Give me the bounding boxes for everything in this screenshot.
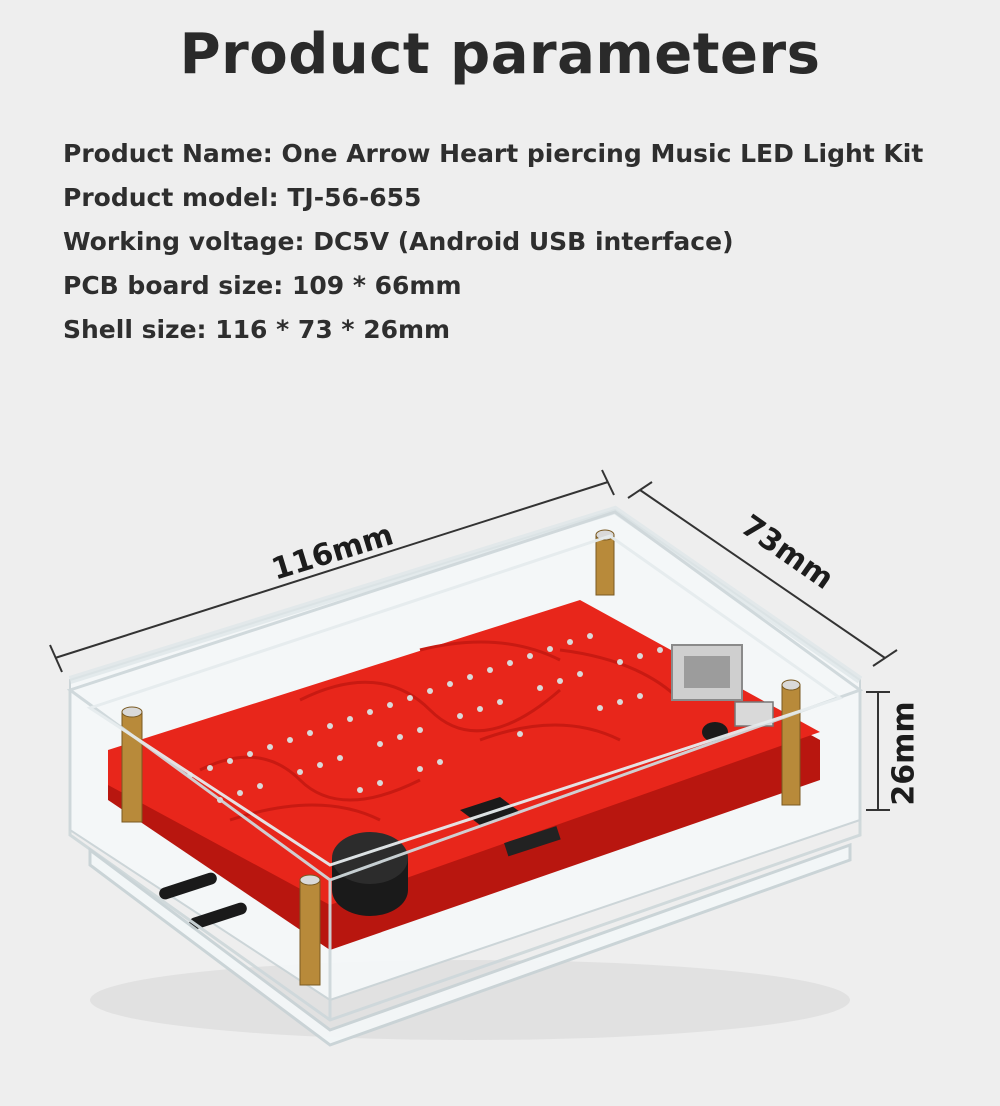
led-kit-illustration [49, 469, 898, 1047]
spec-product-name: Product Name: One Arrow Heart piercing M… [63, 139, 924, 168]
acrylic-case [66, 510, 864, 1047]
spec-working-voltage: Working voltage: DC5V (Android USB inter… [63, 227, 734, 256]
page-title: Product parameters [179, 22, 821, 87]
spec-product-model: Product model: TJ-56-655 [63, 183, 422, 212]
spec-list: Product Name: One Arrow Heart piercing M… [63, 136, 923, 356]
pcb-board [108, 600, 820, 950]
dimension-lines [49, 469, 898, 811]
height-label: 26mm [886, 701, 922, 806]
product-photo: 116mm 73mm 26mm [0, 440, 1000, 1102]
spec-shell-size: Shell size: 116 * 73 * 26mm [63, 315, 451, 344]
spec-pcb-size: PCB board size: 109 * 66mm [63, 271, 462, 300]
